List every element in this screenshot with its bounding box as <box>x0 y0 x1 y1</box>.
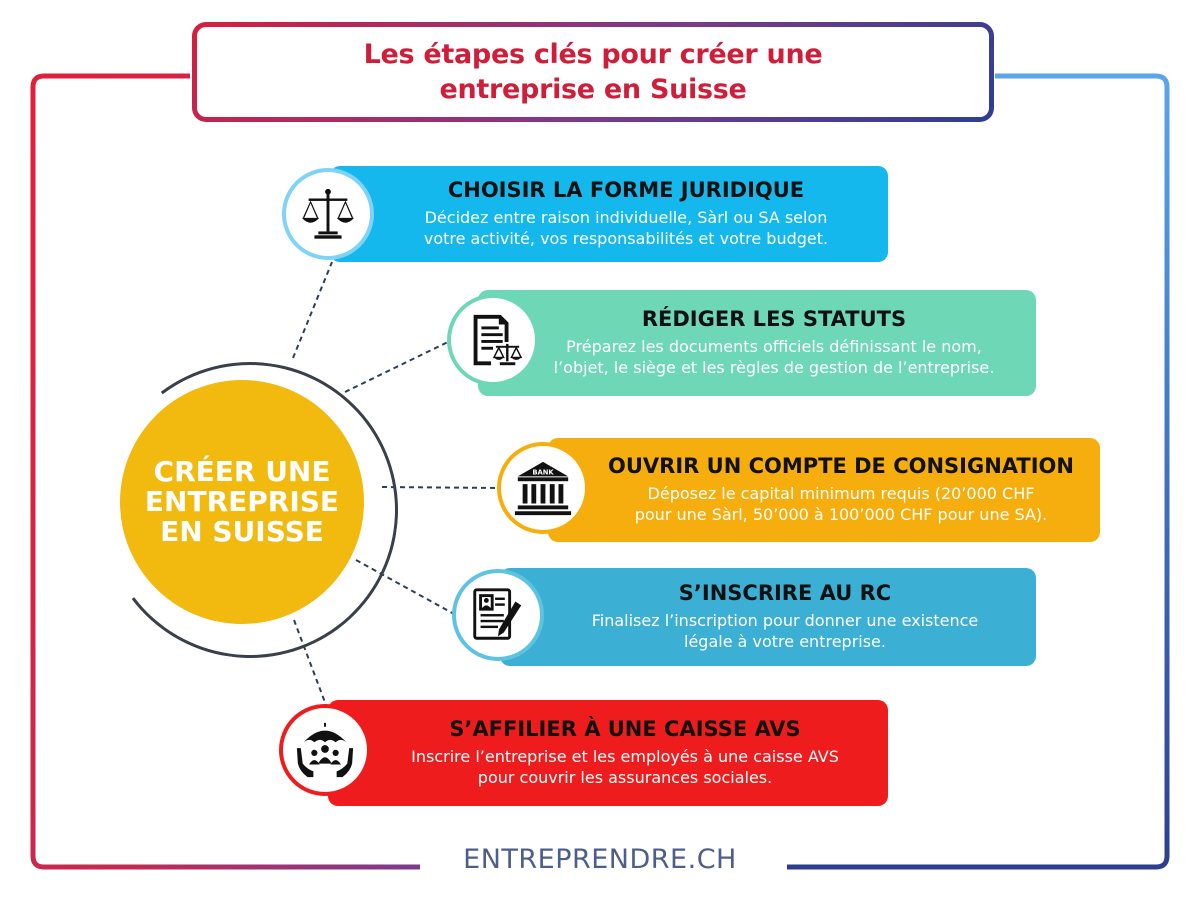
step-desc-line: votre activité, vos responsabilités et v… <box>423 229 829 248</box>
connector-step-2 <box>344 339 453 393</box>
step-desc-line: Déposez le capital minimum requis (20’00… <box>647 484 1035 504</box>
frame-right-border <box>787 73 1170 870</box>
step-title: OUVRIR UN COMPTE DE CONSIGNATION <box>608 454 1074 479</box>
step-title: RÉDIGER LES STATUTS <box>641 307 907 332</box>
step-desc-line: Finalisez l’inscription pour donner une … <box>591 611 979 631</box>
step-desc-line: Inscrire l’entreprise et les employés à … <box>411 747 839 767</box>
center-circle: CRÉER UNE ENTREPRISE EN SUISSE <box>120 380 364 624</box>
connector-step-5 <box>293 619 327 706</box>
step-desc-line: Préparez les documents officiels définis… <box>566 337 982 357</box>
step-desc-line: l’objet, le siège et les règles de gesti… <box>553 358 995 377</box>
step-card-1: CHOISIR LA FORME JURIDIQUE Décidez entre… <box>330 166 888 262</box>
step-desc-line: légale à votre entreprise. <box>684 632 886 651</box>
step-title: CHOISIR LA FORME JURIDIQUE <box>447 178 805 203</box>
step-desc-line: Décidez entre raison individuelle, Sàrl … <box>424 208 828 228</box>
bank-building-icon: BANK <box>497 442 589 534</box>
social-insurance-umbrella-icon <box>279 704 371 796</box>
footer-brand: ENTREPRENDRE.CH <box>463 844 737 875</box>
title-line-1: Les étapes clés pour créer une <box>363 38 823 70</box>
step-desc-line: pour couvrir les assurances sociales. <box>477 768 773 787</box>
step-card-5: S’AFFILIER À UNE CAISSE AVS Inscrire l’e… <box>328 700 888 806</box>
center-line-3: EN SUISSE <box>160 515 324 549</box>
scales-of-justice-icon <box>282 168 374 260</box>
legal-document-icon <box>447 294 539 386</box>
connector-step-4 <box>355 559 466 621</box>
step-card-4: S’INSCRIRE AU RC Finalisez l’inscription… <box>500 568 1036 666</box>
step-title: S’INSCRIRE AU RC <box>678 581 892 606</box>
center-line-1: CRÉER UNE <box>153 454 331 488</box>
step-card-2: RÉDIGER LES STATUTS Préparez les documen… <box>478 290 1036 396</box>
connector-step-1 <box>292 261 333 359</box>
bank-icon-text: BANK <box>532 468 554 476</box>
frame-left-border <box>30 73 420 870</box>
step-card-3: OUVRIR UN COMPTE DE CONSIGNATION Déposez… <box>548 438 1100 542</box>
title-line-2: entreprise en Suisse <box>439 74 747 105</box>
registration-form-icon <box>452 569 544 661</box>
center-line-2: ENTREPRISE <box>144 484 340 518</box>
connector-step-3 <box>381 486 501 489</box>
title-box: Les étapes clés pour créer une entrepris… <box>192 22 994 122</box>
step-title: S’AFFILIER À UNE CAISSE AVS <box>449 717 801 742</box>
step-desc-line: pour une Sàrl, 50’000 à 100’000 CHF pour… <box>634 505 1048 524</box>
